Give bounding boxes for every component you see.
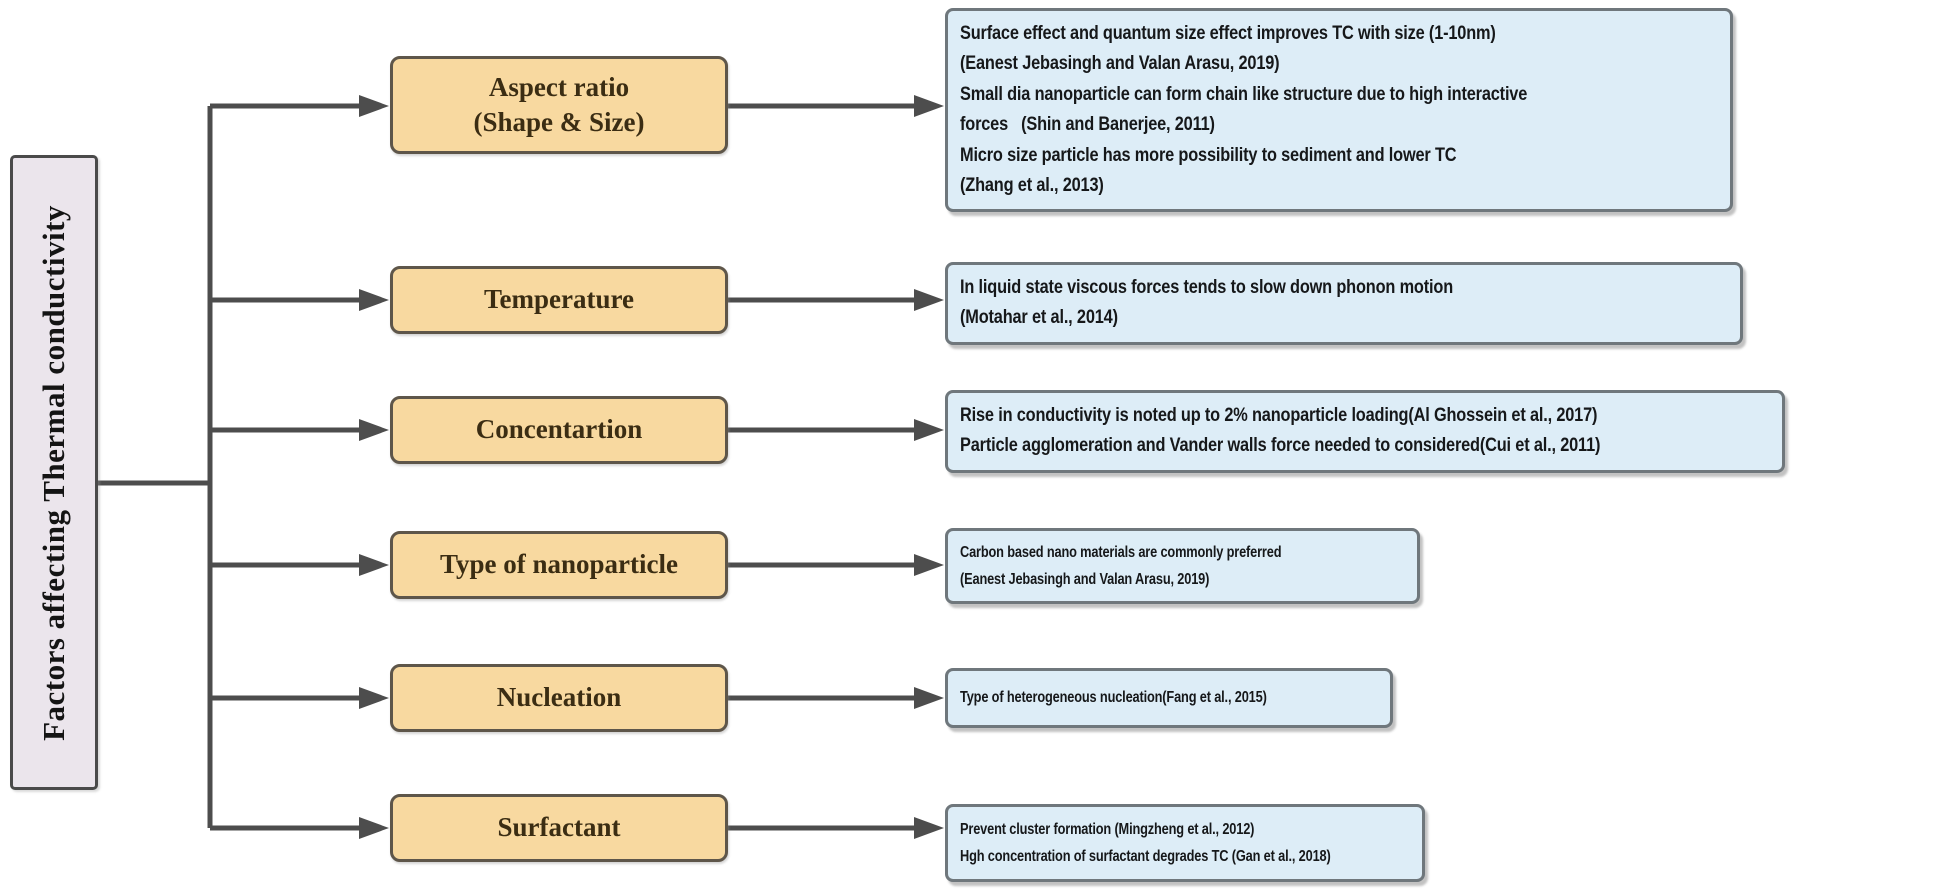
- factor-label-nanoparticle-type: Type of nanoparticle: [440, 549, 678, 580]
- detail-text-aspect-ratio: Surface effect and quantum size effect i…: [960, 23, 1528, 196]
- detail-text-nanoparticle-type: Carbon based nano materials are commonly…: [960, 544, 1282, 589]
- detail-text-temperature: In liquid state viscous forces tends to …: [960, 277, 1454, 329]
- detail-box-concentration: Rise in conductivity is noted up to 2% n…: [945, 390, 1785, 473]
- root-factor-label: Factors affecting Thermal conductivity: [36, 204, 72, 741]
- factor-label-nucleation: Nucleation: [496, 682, 622, 713]
- factor-box-nucleation: Nucleation: [390, 664, 728, 732]
- factor-label-concentration: Concentartion: [475, 414, 643, 445]
- factor-box-surfactant: Surfactant: [390, 794, 728, 862]
- detail-box-surfactant: Prevent cluster formation (Mingzheng et …: [945, 804, 1425, 882]
- detail-box-nanoparticle-type: Carbon based nano materials are commonly…: [945, 528, 1420, 605]
- factor-box-temperature: Temperature: [390, 266, 728, 334]
- detail-text-concentration: Rise in conductivity is noted up to 2% n…: [960, 405, 1601, 457]
- factor-label-aspect-ratio: Aspect ratio (Shape & Size): [473, 71, 645, 137]
- factor-box-aspect-ratio: Aspect ratio (Shape & Size): [390, 56, 728, 154]
- factor-box-concentration: Concentartion: [390, 396, 728, 464]
- root-factor-box: Factors affecting Thermal conductivity: [10, 155, 98, 790]
- factor-box-nanoparticle-type: Type of nanoparticle: [390, 531, 728, 599]
- factor-label-temperature: Temperature: [484, 284, 634, 315]
- detail-text-surfactant: Prevent cluster formation (Mingzheng et …: [960, 820, 1331, 865]
- detail-text-nucleation: Type of heterogeneous nucleation(Fang et…: [960, 689, 1267, 707]
- detail-box-temperature: In liquid state viscous forces tends to …: [945, 262, 1743, 345]
- detail-box-nucleation: Type of heterogeneous nucleation(Fang et…: [945, 668, 1393, 728]
- factor-label-surfactant: Surfactant: [497, 812, 621, 843]
- detail-box-aspect-ratio: Surface effect and quantum size effect i…: [945, 8, 1733, 213]
